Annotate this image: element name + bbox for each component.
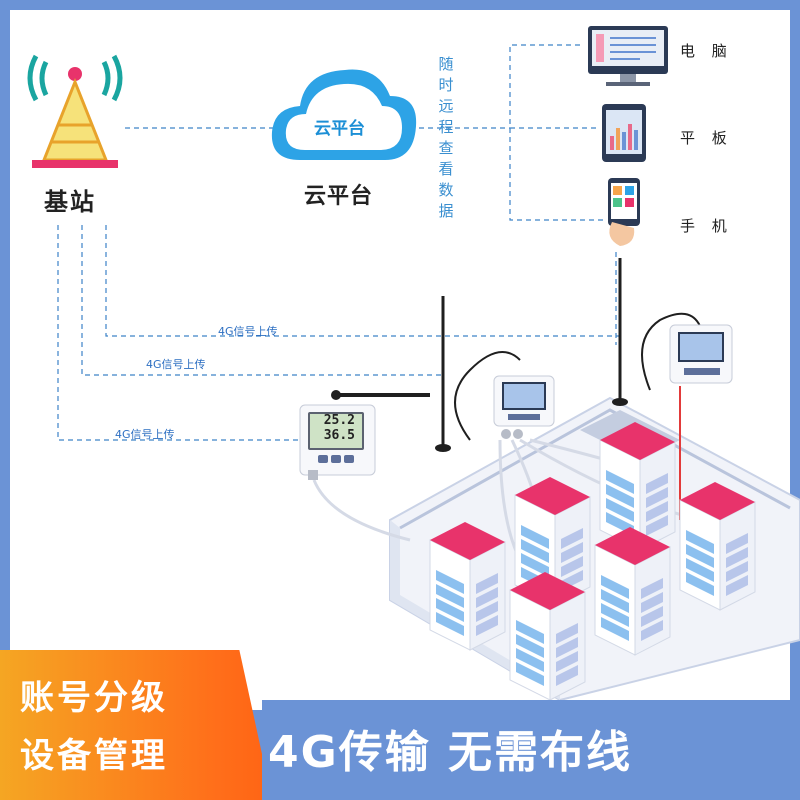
remote-view-char: 时	[438, 76, 454, 94]
sensor-device-3	[669, 324, 733, 384]
tower-label: 基站	[44, 188, 96, 216]
sensor-device-1	[299, 404, 376, 480]
remote-view-char: 随	[438, 55, 454, 73]
tablet-icon	[602, 104, 646, 162]
banner-right-text: 4G传输 无需布线	[268, 727, 633, 778]
tablet-label: 平 板	[680, 129, 733, 147]
server-cabinet	[679, 482, 756, 611]
remote-view-char: 程	[438, 118, 454, 136]
computer-label: 电 脑	[680, 42, 733, 60]
remote-view-char: 查	[438, 139, 454, 157]
server-cabinet	[599, 422, 676, 551]
remote-view-char: 数	[438, 181, 454, 199]
antenna-3	[331, 390, 430, 400]
tower-icon	[27, 54, 123, 168]
antenna-1	[435, 296, 521, 452]
cloud-inner-label: 云平台	[314, 119, 365, 139]
connection-lines	[57, 44, 620, 441]
cabinets	[429, 422, 756, 701]
upload-link-3	[57, 225, 305, 441]
antenna-2	[612, 258, 701, 406]
upload-link-1	[105, 225, 620, 337]
remote-view-char: 看	[438, 160, 454, 178]
server-cabinet	[509, 572, 586, 701]
cloud-icon	[271, 69, 417, 160]
banner-right	[262, 700, 800, 800]
remote-view-char: 远	[438, 97, 454, 115]
temperature-readout: 25.2	[323, 413, 355, 428]
server-cabinet	[429, 522, 506, 651]
banner-left	[0, 650, 272, 800]
upload-label-2: 4G信号上传	[146, 358, 206, 371]
computer-icon	[588, 26, 668, 86]
upload-label-3: 4G信号上传	[115, 428, 175, 441]
remote-view-char: 据	[438, 202, 454, 220]
banner-left-line2: 设备管理	[20, 736, 168, 776]
sensor-display: 25.2 36.5	[313, 413, 355, 443]
sensor-device-2	[493, 375, 555, 439]
humidity-readout: 36.5	[323, 428, 355, 443]
remote-view-text: 随 时 远 程 查 看 数 据	[436, 54, 456, 222]
upload-link-2	[81, 225, 445, 376]
cloud-label: 云平台	[304, 184, 374, 209]
upload-label-1: 4G信号上传	[218, 325, 278, 338]
banner-left-line1: 账号分级	[20, 678, 168, 718]
phone-label: 手 机	[680, 217, 733, 235]
phone-icon	[608, 178, 640, 246]
device-branch-link	[509, 44, 605, 221]
server-cabinet	[594, 527, 671, 656]
